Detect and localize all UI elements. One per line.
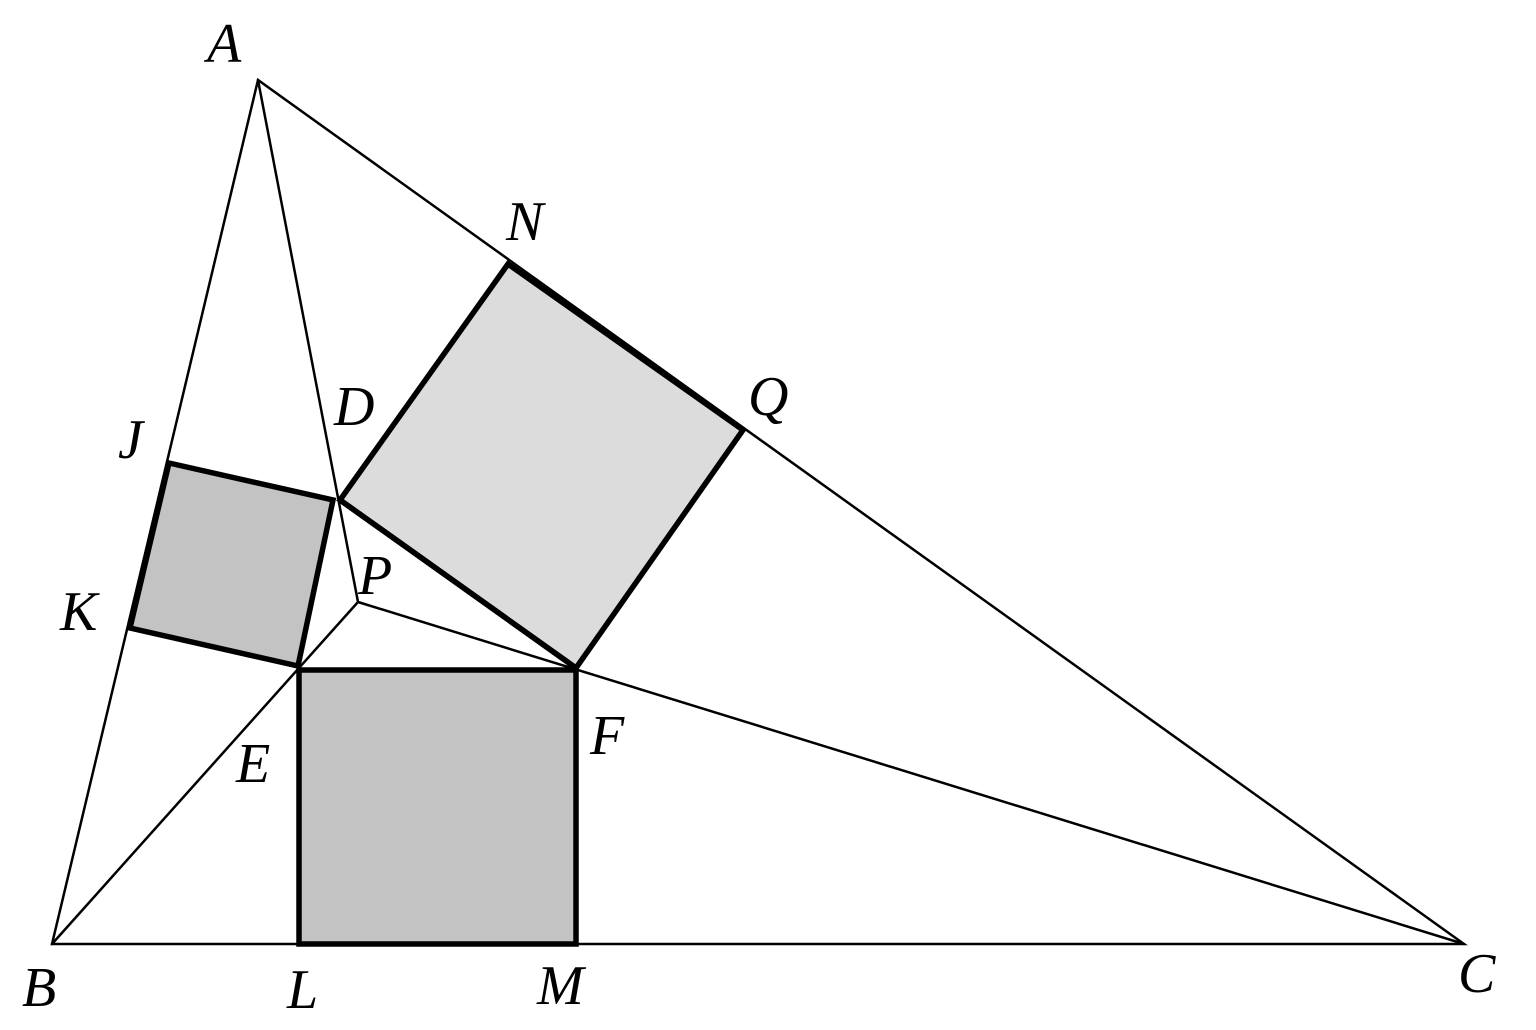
label-F: F [589,705,625,767]
square-EFML [296,667,579,947]
segment-D-F [338,497,578,671]
label-P: P [357,545,392,607]
label-J: J [118,409,146,471]
label-Q: Q [748,366,788,428]
label-K: K [59,581,100,643]
label-L: L [286,959,318,1021]
label-B: B [22,957,56,1019]
label-M: M [536,955,587,1017]
label-C: C [1458,943,1496,1005]
square-JDEK [126,459,337,670]
label-E: E [235,733,270,795]
label-D: D [333,376,374,438]
segment-A-P [256,78,360,604]
label-A: A [203,13,242,75]
triangle-ABC [50,77,1468,946]
label-N: N [505,191,546,253]
segment-C-P [356,600,1466,946]
square-DNQF [336,260,747,672]
segment-B-P [50,600,360,946]
